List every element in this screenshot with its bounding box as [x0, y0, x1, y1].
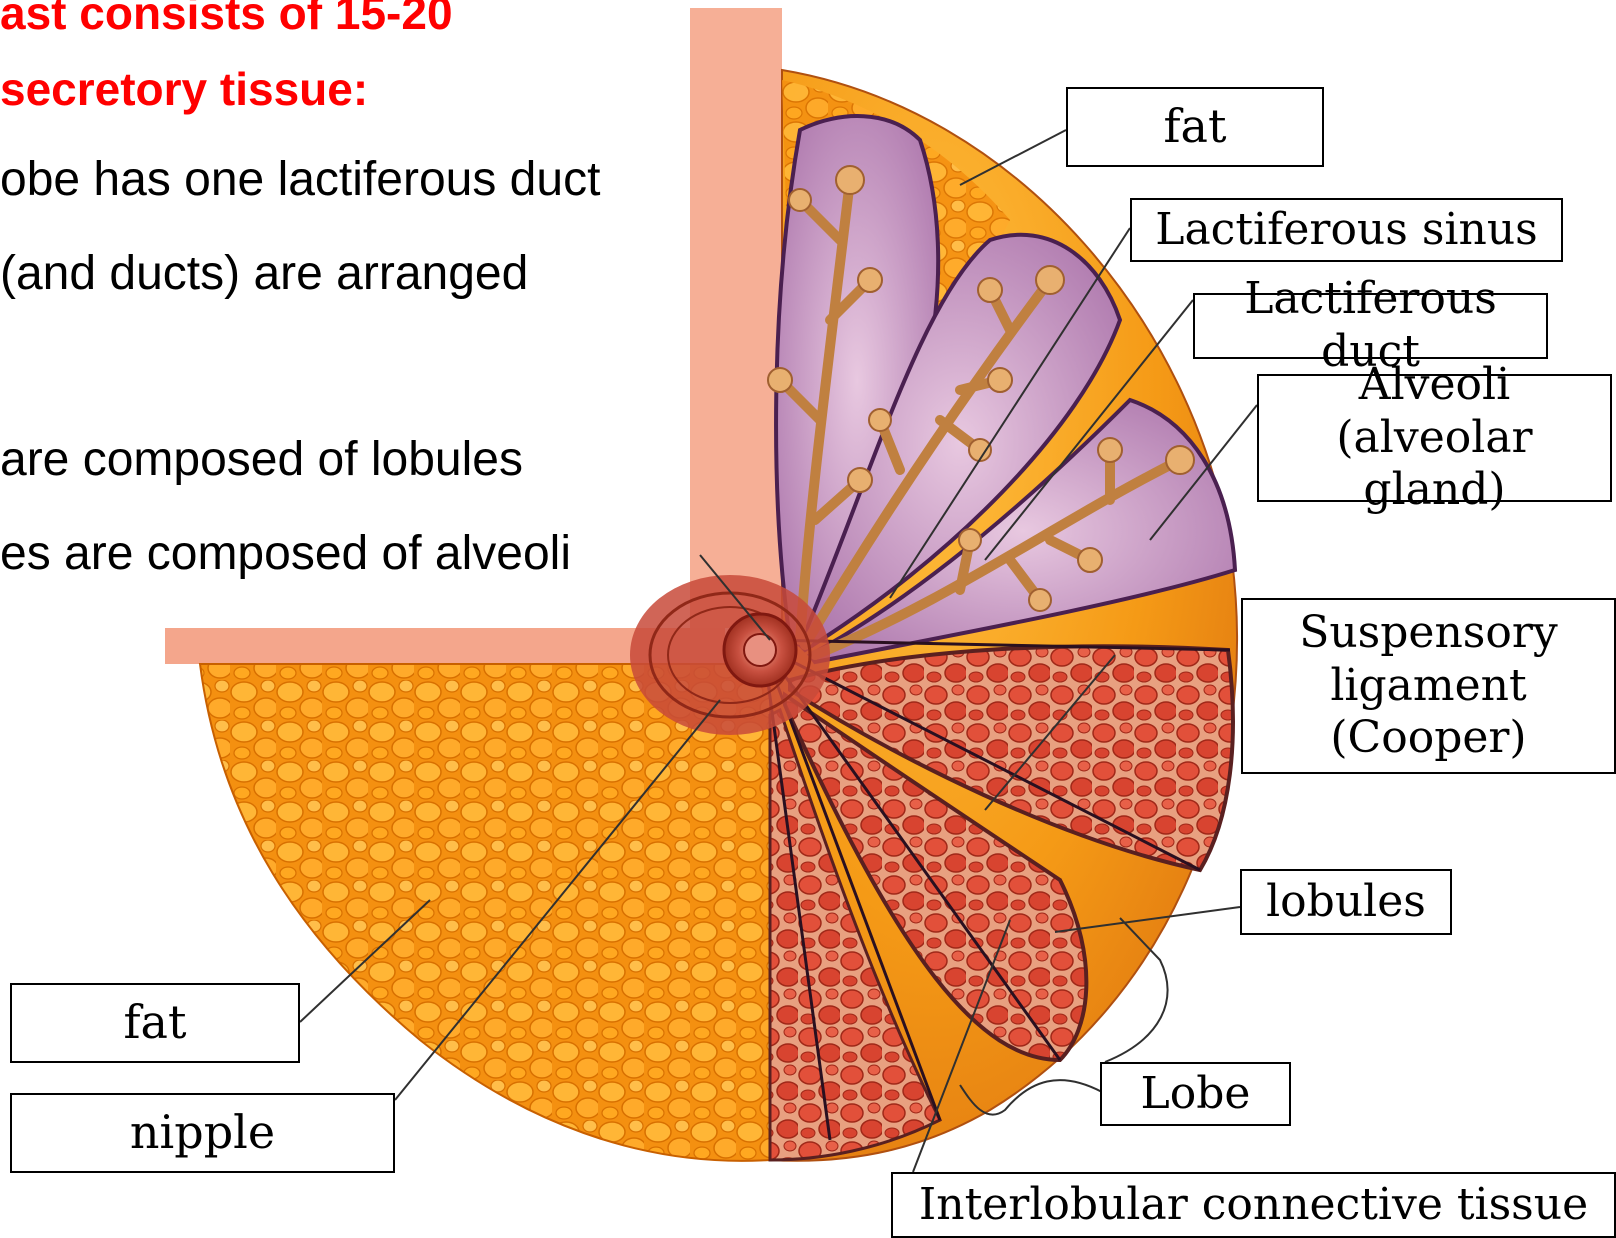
label-fat-top: fat — [1066, 87, 1324, 167]
fat-quadrant — [200, 664, 770, 1161]
label-fat-bottom: fat — [10, 983, 300, 1063]
label-lactiferous-duct: Lactiferous duct — [1193, 293, 1548, 359]
label-alveoli: Alveoli (alveolar gland) — [1257, 374, 1612, 502]
label-interlobular-connective-tissue: Interlobular connective tissue — [891, 1172, 1616, 1238]
label-suspensory-ligament: Suspensory ligament (Cooper) — [1241, 598, 1616, 774]
label-lobe: Lobe — [1100, 1062, 1291, 1126]
label-nipple: nipple — [10, 1093, 395, 1173]
label-lactiferous-sinus: Lactiferous sinus — [1130, 198, 1563, 262]
label-lobules: lobules — [1240, 869, 1452, 935]
